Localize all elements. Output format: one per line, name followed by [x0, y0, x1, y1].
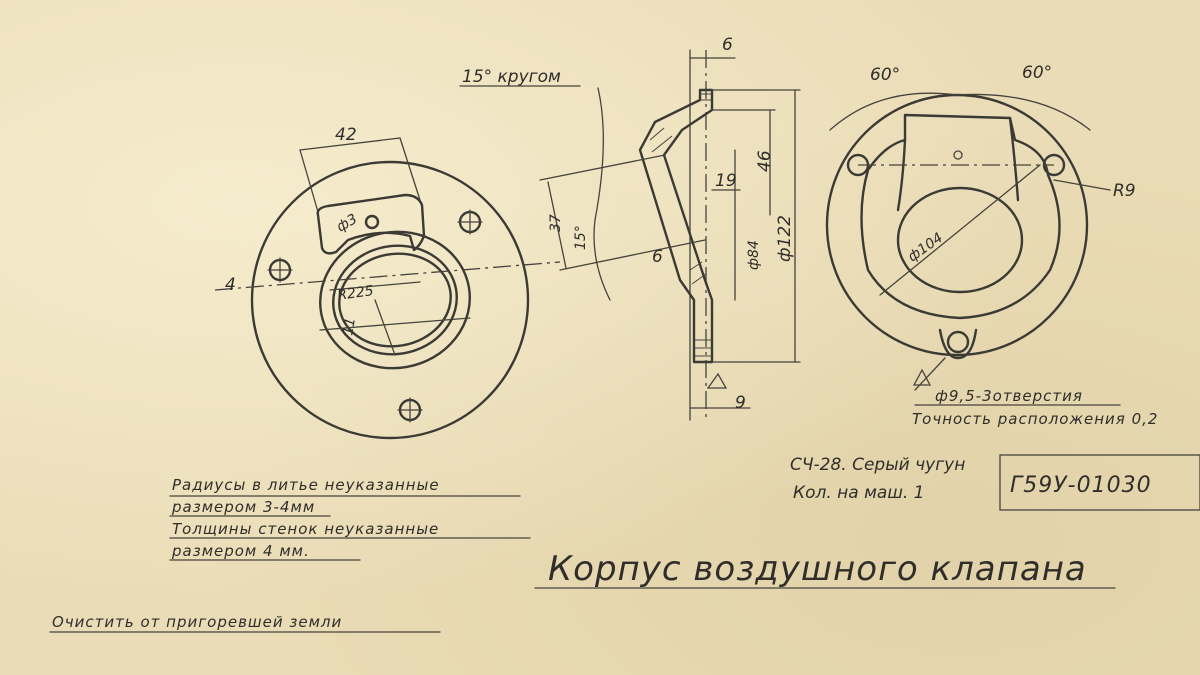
right-body — [860, 113, 1061, 320]
hole-note-line2: Точность расположения 0,2 — [912, 410, 1158, 428]
note-line1: Радиусы в литье неуказанные — [172, 476, 440, 494]
dim-60-left: 60° — [870, 65, 900, 85]
dim-6-mid: 6 — [652, 247, 663, 267]
drawing-title: Корпус воздушного клапана — [548, 549, 1087, 589]
section-profile — [638, 88, 714, 364]
material-line1: СЧ-28. Серый чугун — [790, 455, 965, 475]
dim-37: 37 — [548, 214, 564, 232]
section-view — [459, 49, 801, 421]
left-axis — [214, 261, 561, 291]
dim-6-top: 6 — [722, 35, 733, 55]
dim-9: 9 — [735, 393, 746, 413]
dim-19: 19 — [715, 171, 737, 191]
dim-r9: R9 — [1113, 181, 1136, 201]
annotations: ф9,5-3отверстия Точность расположения 0,… — [52, 387, 1158, 631]
note-line4: размером 4 мм. — [171, 542, 310, 560]
dim-phi122: ф122 — [775, 215, 795, 262]
part-code: Г59У-01030 — [1010, 473, 1152, 498]
hole-note-line1: ф9,5-3отверстия — [935, 387, 1083, 405]
dim-15-angle: 15° — [573, 225, 589, 250]
dim-15-around: 15° кругом — [462, 67, 561, 87]
dim-phi104: ф104 — [905, 230, 946, 265]
left-small-hole — [364, 214, 380, 230]
left-boss-outer — [319, 230, 471, 370]
dim-left-4: 4 — [225, 275, 236, 295]
dimension-labels: 42 ф3 4 R225 11 15° кругом 6 37 15° 19 4… — [225, 35, 1136, 413]
left-lug — [316, 193, 426, 255]
code-box — [999, 454, 1200, 511]
left-boss-inner — [332, 244, 458, 356]
left-outer-flange — [250, 160, 530, 440]
dim-42: 42 — [335, 125, 357, 145]
dim-r225: R225 — [336, 283, 374, 304]
dim-phi84: ф84 — [746, 240, 762, 270]
note-line3: Толщины стенок неуказанные — [172, 520, 439, 538]
dim-phi3: ф3 — [334, 211, 360, 235]
right-opening — [896, 186, 1024, 294]
cleaning-note: Очистить от пригоревшей земли — [52, 613, 342, 631]
dim-11: 11 — [340, 316, 359, 336]
right-hole-3 — [946, 330, 970, 354]
note-line2: размером 3-4мм — [171, 498, 315, 516]
dim-46: 46 — [755, 150, 775, 172]
material-line2: Кол. на маш. 1 — [793, 483, 925, 503]
right-outer-flange — [825, 93, 1089, 357]
left-view — [214, 137, 561, 440]
left-opening — [338, 252, 452, 348]
title-block-lines — [49, 454, 1200, 633]
right-view — [825, 92, 1121, 406]
dim-60-right: 60° — [1022, 63, 1052, 83]
